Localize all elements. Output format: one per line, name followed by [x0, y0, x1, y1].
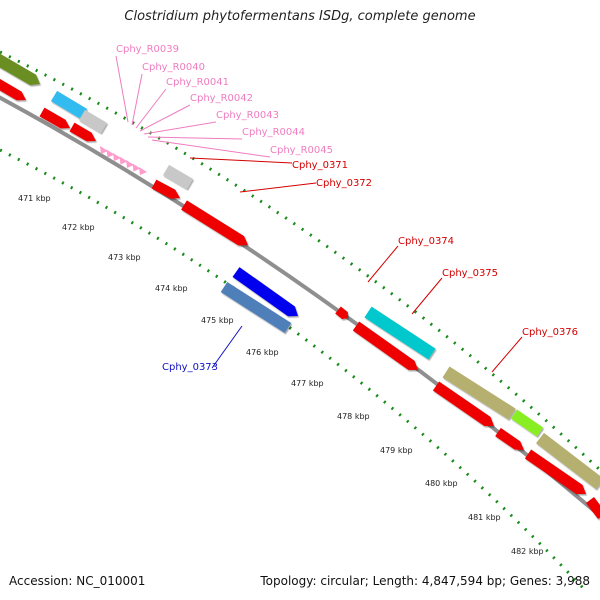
- kbp-scale-label: 480 kbp: [425, 479, 458, 488]
- gene-label-cphy_0376[interactable]: Cphy_0376: [522, 327, 578, 338]
- gene-label-cphy_0375[interactable]: Cphy_0375: [442, 268, 498, 279]
- red-feature: [0, 78, 26, 101]
- leader-line: [211, 325, 243, 369]
- genome-summary-text: Topology: circular; Length: 4,847,594 bp…: [260, 574, 590, 588]
- backbone-arc: [0, 95, 600, 519]
- gene-label-cphy_0374[interactable]: Cphy_0374: [398, 236, 454, 247]
- red-feature: [586, 497, 600, 519]
- red-feature: [432, 381, 494, 426]
- leader-lines: [115, 55, 523, 373]
- gene-label-cphy_r0042[interactable]: Cphy_R0042: [190, 93, 253, 104]
- red-feature: [495, 427, 524, 450]
- kbp-scale-label: 473 kbp: [108, 253, 141, 262]
- leader-line: [115, 55, 129, 123]
- kbp-scale-label: 481 kbp: [468, 513, 501, 522]
- kbp-scale-label: 476 kbp: [246, 348, 279, 357]
- kbp-scale-label: 482 kbp: [511, 547, 544, 556]
- leader-line: [143, 121, 217, 135]
- kbp-scale-label: 475 kbp: [201, 316, 234, 325]
- blue-feature: [232, 267, 298, 317]
- rna-arrow: [113, 153, 121, 161]
- gene-label-cphy_0373[interactable]: Cphy_0373: [162, 362, 218, 373]
- map-title: Clostridium phytofermentans ISDg, comple…: [124, 9, 476, 24]
- gene-label-layer: Cphy_R0039Cphy_R0040Cphy_R0041Cphy_R0042…: [116, 44, 578, 373]
- inner-tick-track: [0, 148, 587, 592]
- accession-text: Accession: NC_010001: [9, 574, 146, 588]
- kbp-scale-label: 478 kbp: [337, 412, 370, 421]
- leader-line: [239, 182, 317, 193]
- rna-arrow: [139, 167, 147, 175]
- leader-line: [491, 336, 523, 373]
- red-feature: [69, 122, 96, 142]
- leader-line: [151, 139, 271, 158]
- khaki-feature: [442, 366, 516, 420]
- rna-arrow: [100, 146, 108, 154]
- kbp-scale-layer: 471 kbp 472 kbp 473 kbp 474 kbp 475 kbp 476 k…: [18, 194, 544, 556]
- feature-layer: [0, 53, 600, 519]
- leader-line: [135, 88, 167, 129]
- gene-label-cphy_r0044[interactable]: Cphy_R0044: [242, 127, 305, 138]
- lime-feature: [510, 409, 544, 437]
- gray-feature: [162, 164, 194, 190]
- kbp-scale-label: 477 kbp: [291, 379, 324, 388]
- sky-feature: [50, 90, 88, 120]
- gene-label-cphy_r0039[interactable]: Cphy_R0039: [116, 44, 179, 55]
- kbp-scale-label: 474 kbp: [155, 284, 188, 293]
- rna-arrow-group: [100, 146, 147, 175]
- gray-feature: [78, 109, 108, 134]
- red-feature: [352, 321, 418, 370]
- gene-label-cphy_r0040[interactable]: Cphy_R0040: [142, 62, 205, 73]
- leader-line: [131, 73, 143, 126]
- gene-label-cphy_r0045[interactable]: Cphy_R0045: [270, 145, 333, 156]
- gene-label-cphy_r0043[interactable]: Cphy_R0043: [216, 110, 279, 121]
- cyan-feature: [364, 306, 436, 360]
- kbp-scale-label: 471 kbp: [18, 194, 51, 203]
- kbp-scale-label: 479 kbp: [380, 446, 413, 455]
- red-feature: [335, 306, 348, 320]
- rna-arrow: [106, 149, 115, 158]
- rna-arrow: [126, 160, 134, 168]
- leader-line: [147, 136, 243, 140]
- red-feature: [524, 449, 586, 494]
- steel-feature: [220, 281, 292, 334]
- rna-arrow: [119, 156, 128, 165]
- leader-line: [367, 245, 399, 283]
- gene-label-cphy_0372[interactable]: Cphy_0372: [316, 178, 372, 189]
- leader-line: [139, 104, 191, 132]
- gene-label-cphy_0371[interactable]: Cphy_0371: [292, 160, 348, 171]
- red-feature: [181, 200, 248, 246]
- leader-line: [411, 277, 443, 315]
- gene-label-cphy_r0041[interactable]: Cphy_R0041: [166, 77, 229, 88]
- rna-arrow: [132, 163, 141, 172]
- kbp-scale-label: 472 kbp: [62, 223, 95, 232]
- red-feature: [39, 107, 70, 129]
- khaki-feature: [536, 432, 600, 490]
- leader-line: [189, 157, 293, 164]
- red-feature: [151, 179, 180, 199]
- olive-feature: [0, 53, 40, 86]
